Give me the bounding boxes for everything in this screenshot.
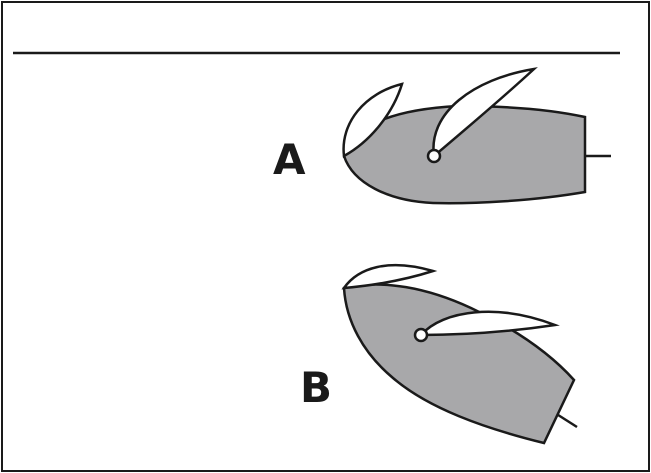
boat-b-mast xyxy=(413,327,429,343)
boat-a-hull xyxy=(342,104,587,205)
boat-a-jib xyxy=(342,82,404,158)
boat-b-rudder xyxy=(554,411,578,429)
boat-b: B xyxy=(300,263,578,445)
sailboat-diagram: A B xyxy=(13,51,620,445)
boat-b-hull xyxy=(342,283,576,445)
boat-a: A xyxy=(273,67,611,205)
boat-a-mast xyxy=(426,148,442,164)
boat-a-label: A xyxy=(273,135,306,184)
boat-b-label: B xyxy=(300,363,332,412)
boat-b-mainsail xyxy=(418,310,560,337)
boat-b-jib xyxy=(341,263,438,290)
boat-a-mainsail xyxy=(432,67,538,159)
